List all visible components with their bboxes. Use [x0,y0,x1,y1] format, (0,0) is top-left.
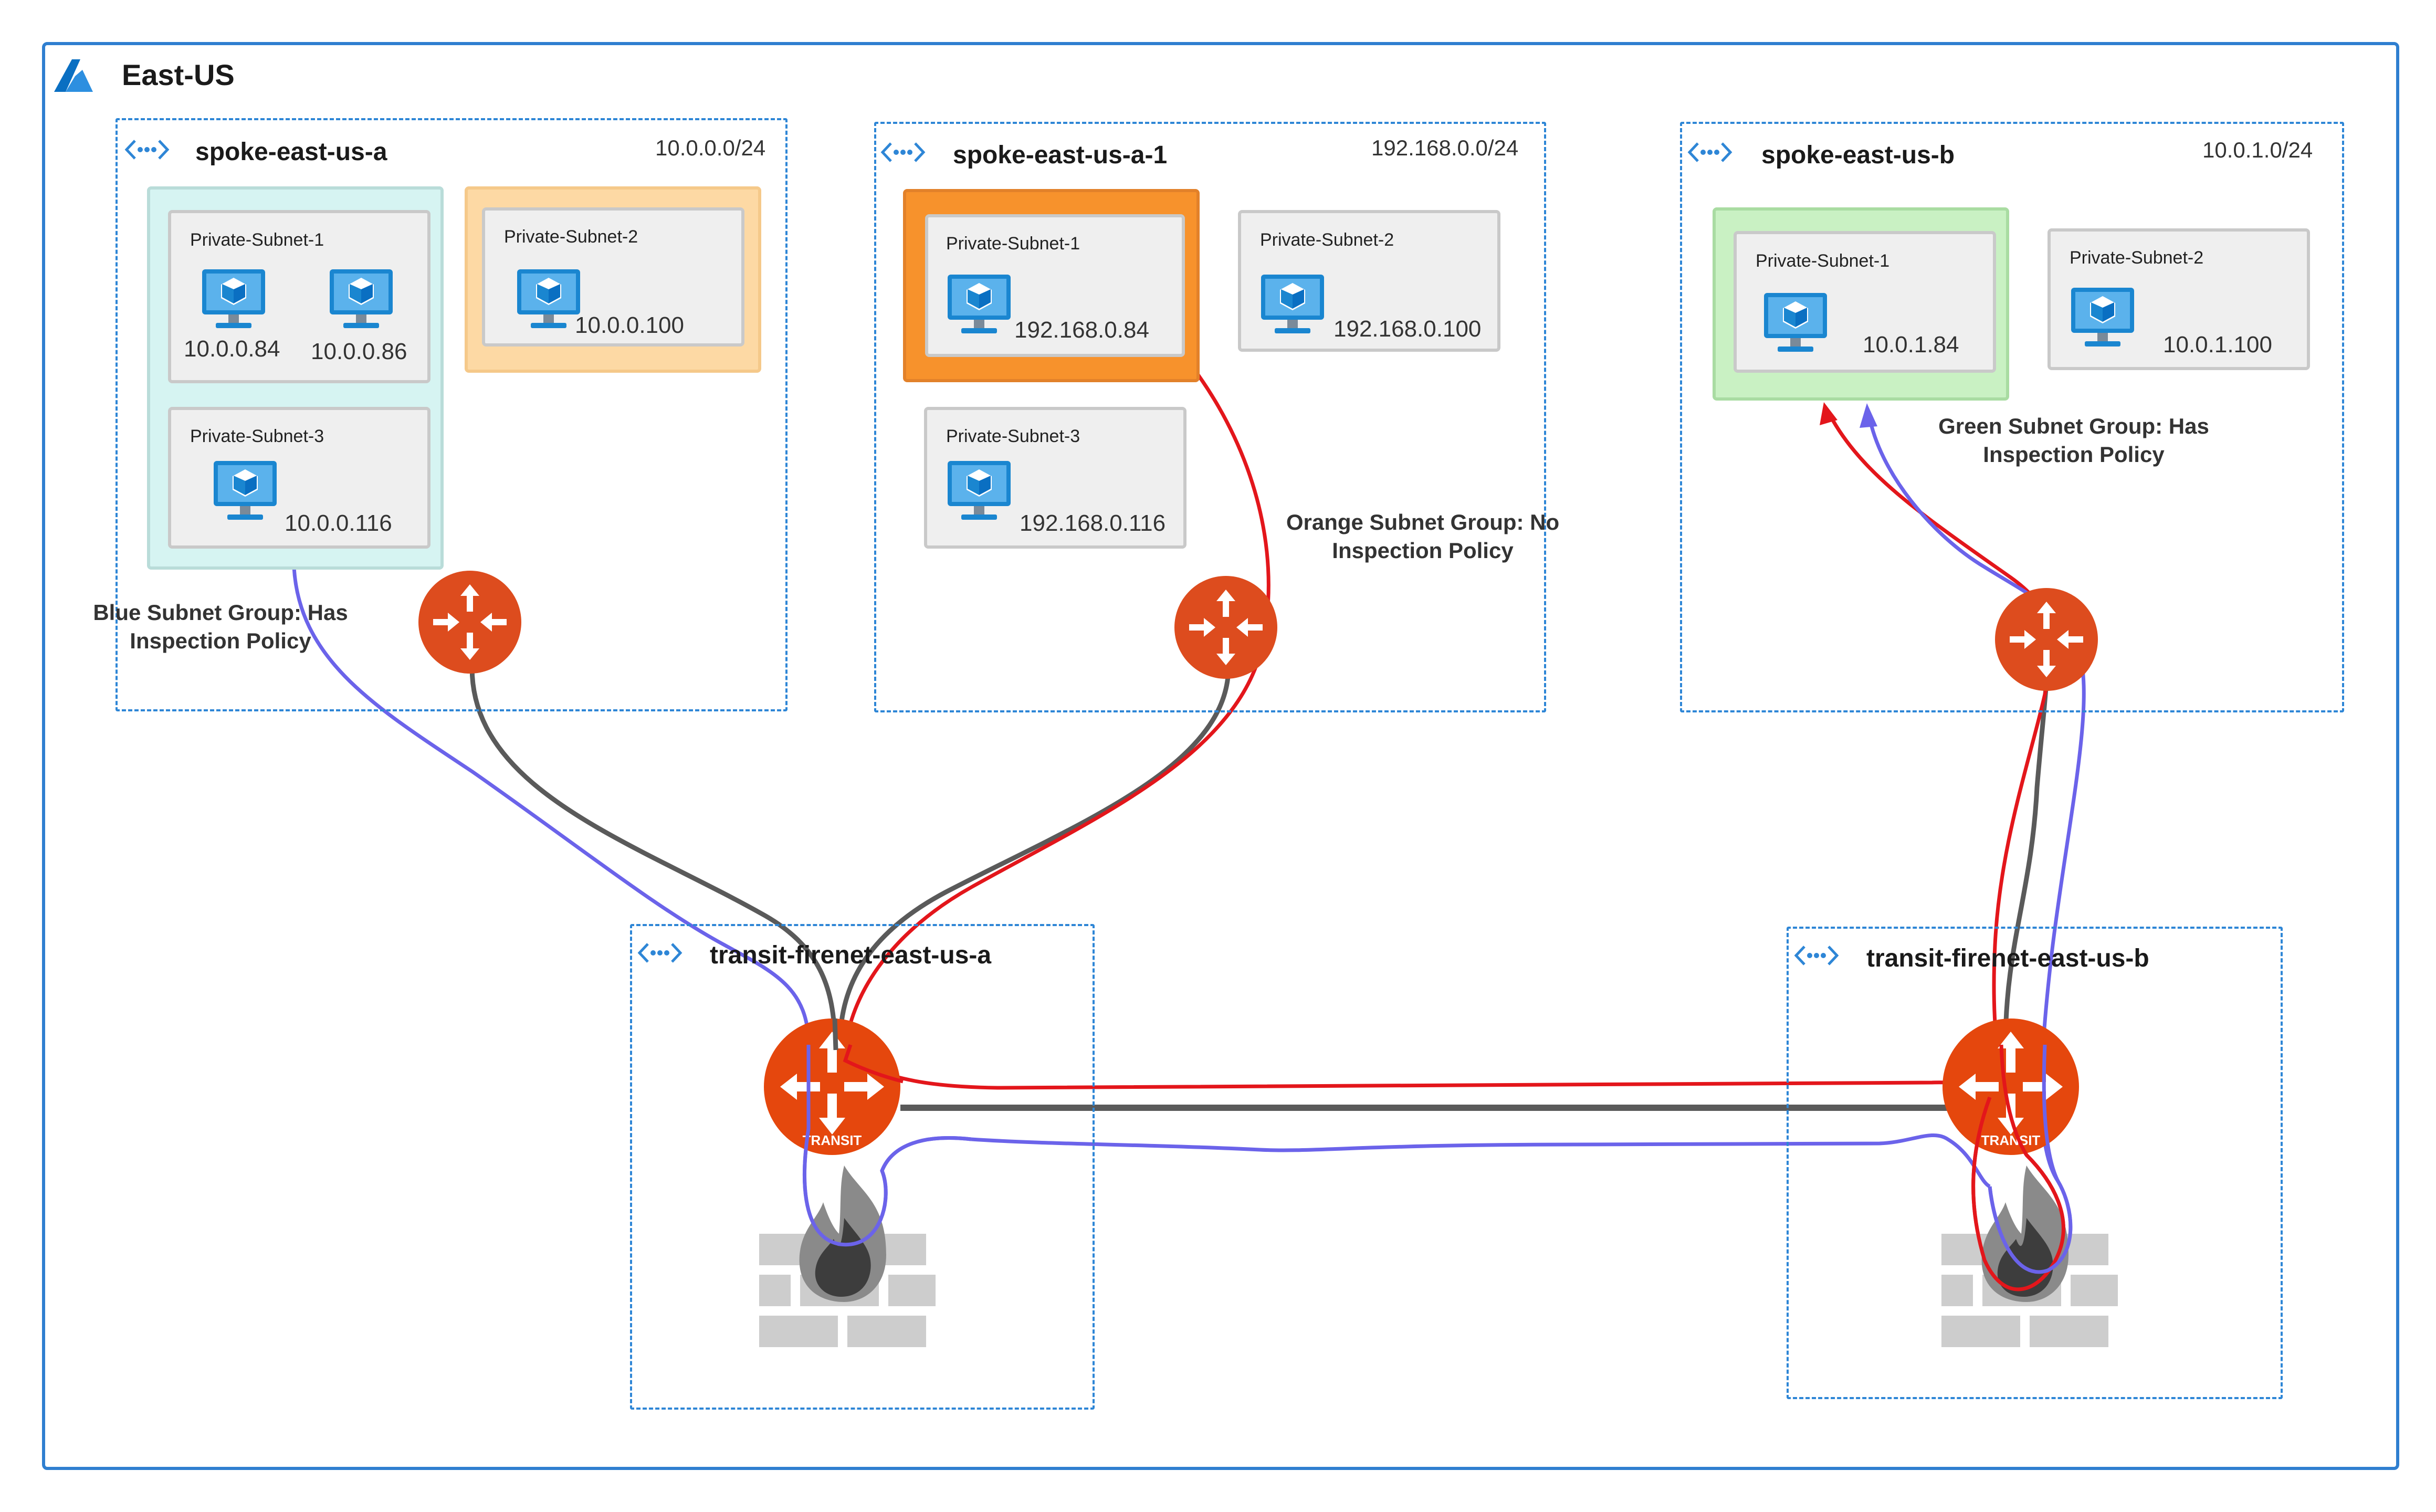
vnet-transit-firenet-east-us-b [1787,927,2283,1399]
subnet-name: Private-Subnet-2 [504,227,638,247]
vnet-title: spoke-east-us-a-1 [953,141,1168,169]
subnet-name: Private-Subnet-3 [946,426,1080,446]
vnet-spoke-east-us-a [116,118,788,711]
group-note: Green Subnet Group: Has Inspection Polic… [1938,414,2209,467]
vnet-cidr: 192.168.0.0/24 [1371,135,1519,160]
vnet-title: transit-firenet-east-us-a [710,941,992,969]
vm-ip: 192.168.0.84 [1014,317,1149,343]
virtual-machine-icon [948,461,1011,520]
vm-ip: 10.0.0.116 [285,510,392,536]
path-red-firewall-loop-b [1971,1044,2065,1292]
region-east-us [42,42,2399,1470]
subnet-box [168,407,430,549]
path-red-gateway-a [843,1044,904,1084]
virtual-machine-icon [202,269,265,328]
vnet-peering-icon [1794,946,1839,965]
vnet-spoke-east-us-b [1680,122,2344,712]
transit-gateway-icon: TRANSIT [764,1018,900,1155]
blue-arrowhead-green [1860,403,1877,428]
firewall-icon [759,1166,936,1347]
path-blue-firewall-loop-a [803,1045,972,1247]
transit-badge: TRANSIT [1981,1132,2041,1148]
vm-ip: 10.0.1.84 [1863,332,1959,358]
vnet-title: spoke-east-us-b [1761,141,1955,169]
virtual-machine-icon [330,269,393,328]
path-gray-spoke-a-to-transit-a [469,656,837,1045]
virtual-machine-icon [1764,293,1827,352]
virtual-machine-icon [948,275,1011,333]
transit-badge: TRANSIT [803,1132,862,1148]
subnet-name: Private-Subnet-2 [1260,230,1394,250]
vnet-transit-firenet-east-us-a [630,924,1095,1410]
virtual-machine-icon [2071,288,2134,346]
subnet-name: Private-Subnet-3 [190,426,324,446]
vm-ip: 10.0.0.84 [184,336,280,362]
vnet-cidr: 10.0.1.0/24 [2202,138,2313,162]
subnet-name: Private-Subnet-1 [190,230,324,250]
vnet-peering-icon [637,943,682,963]
red-arrowhead-green [1820,402,1838,425]
path-blue-transit-a-to-b [971,1133,1991,1189]
spoke-gateway-icon [1995,588,2098,691]
subnet-name: Private-Subnet-1 [1756,251,1890,271]
vnet-peering-icon [1687,142,1732,162]
subnet-name: Private-Subnet-1 [946,234,1080,254]
vm-ip: 192.168.0.100 [1334,316,1482,342]
azure-logo-icon [54,59,93,92]
spoke-gateway-icon [1174,576,1277,679]
path-red-orange-to-transit-a [843,345,1270,1051]
vnet-spoke-east-us-a-1 [874,122,1546,712]
vnet-peering-icon [880,142,926,162]
vnet-cidr: 10.0.0.0/24 [655,135,766,160]
vm-ip: 10.0.1.100 [2163,332,2272,358]
vnet-title: spoke-east-us-a [195,138,387,166]
group-note: Blue Subnet Group: Has Inspection Policy [93,600,348,653]
virtual-machine-icon [214,461,277,520]
subnet-name: Private-Subnet-2 [2070,248,2204,268]
path-gray-spoke-a1-to-transit-a [837,666,1231,1045]
path-gray-gateway-a [832,1018,838,1051]
region-title: East-US [122,58,235,91]
spoke-gateway-icon [418,571,521,674]
vm-ip: 10.0.0.100 [575,312,684,338]
vm-ip: 10.0.0.86 [311,339,407,364]
path-blue-firewall-loop-b [1988,1044,2073,1274]
group-note: Orange Subnet Group: No Inspection Polic… [1286,510,1560,563]
vnet-peering-icon [124,140,170,160]
vm-ip: 192.168.0.116 [1020,510,1166,536]
virtual-machine-icon [1261,275,1324,333]
virtual-machine-icon [517,269,580,328]
vnet-title: transit-firenet-east-us-b [1866,944,2149,972]
